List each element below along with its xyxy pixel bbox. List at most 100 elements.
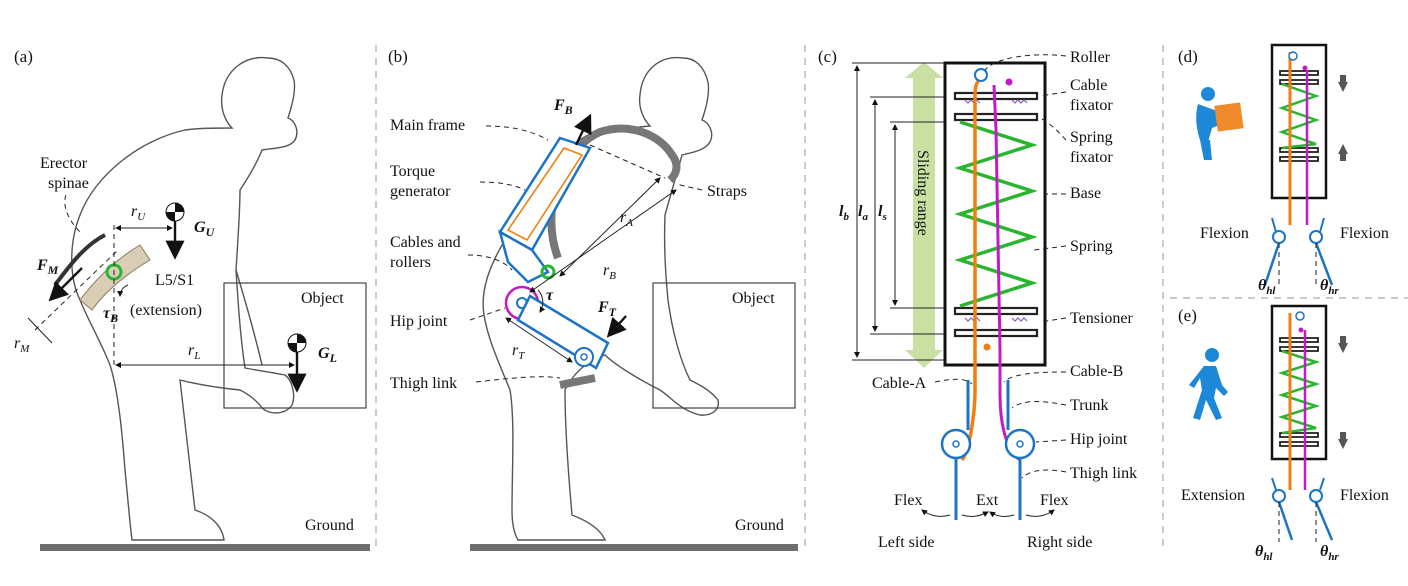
theta-hl-label-d: θhl <box>1258 277 1276 297</box>
fixator-dot-e <box>1298 327 1304 333</box>
plate-e-2 <box>1279 346 1319 352</box>
plate-d-1 <box>1279 70 1319 76</box>
thigh-link-label-c: Thigh link <box>1070 465 1137 482</box>
plate-d-2 <box>1279 79 1319 85</box>
object-box-b <box>652 282 796 409</box>
plate-d-4 <box>1279 156 1319 162</box>
roller-leader <box>984 54 1067 71</box>
arm-line-a <box>235 269 263 366</box>
main-frame-leader <box>485 125 549 141</box>
gu-label: GU <box>194 219 216 239</box>
thigh-link-b <box>516 294 610 389</box>
spring-fixator-label-1: Spring <box>1070 129 1113 146</box>
arrow-down-e1 <box>1338 343 1348 353</box>
flexion-left-label-d: Flexion <box>1200 225 1249 242</box>
torque-gen-leader <box>479 181 526 191</box>
ft-arrow <box>606 315 627 338</box>
walking-person-icon <box>1189 348 1228 420</box>
rb-label: rB <box>603 262 616 282</box>
thigh-link-leader-b <box>475 376 561 383</box>
trunk-leader <box>1011 401 1067 409</box>
sliding-range-bar <box>913 78 935 350</box>
cable-fixator-label-2: fixator <box>1070 97 1113 114</box>
fixator-dot-d <box>1302 65 1308 71</box>
main-frame-label: Main frame <box>390 117 465 134</box>
fb-arrow <box>574 113 592 146</box>
left-trunk-e <box>1271 477 1277 491</box>
fm-arrow <box>48 267 83 302</box>
length-dimensions <box>852 62 945 361</box>
panel-c: (c) Sliding range lb la ls <box>818 47 1137 551</box>
panel-e-label: (e) <box>1178 306 1197 325</box>
fb-line <box>589 144 666 179</box>
device-housing-d <box>1270 43 1328 200</box>
fm-label: FM <box>36 257 59 277</box>
tau-arc-b <box>537 289 546 313</box>
left-hip-d <box>1272 230 1286 244</box>
left-trunk-d <box>1271 217 1277 233</box>
cable-fixator-leader <box>1039 91 1067 97</box>
rm-dimension <box>27 317 53 344</box>
panel-d: (d) Flexion Flexion θhl θhr <box>1178 43 1389 297</box>
arrow-down-e1-stem <box>1340 336 1346 344</box>
torque-gen-label-2: generator <box>390 183 451 200</box>
right-hip-joint-c <box>1004 380 1036 520</box>
panel-a: (a) Object Erector spinae <box>14 47 370 551</box>
cable-a-leader <box>934 378 973 385</box>
arrow-up-d-stem <box>1340 153 1346 161</box>
plate-e-1 <box>1279 337 1319 343</box>
flex-left-arrow <box>921 509 951 517</box>
left-hip-e <box>1272 489 1286 503</box>
theta-hl-label-e: θhl <box>1255 543 1273 563</box>
erector-label-1: Erector <box>40 155 88 172</box>
torque-gen-label-1: Torque <box>390 163 435 180</box>
person-silhouette-a <box>71 56 298 541</box>
la-label: la <box>858 203 868 223</box>
ext-right-arrow <box>989 511 1015 518</box>
thigh-link-leader-c <box>1021 469 1067 479</box>
ra-dimension <box>559 177 661 277</box>
spring-coil <box>954 120 1038 308</box>
base-label: Base <box>1070 185 1101 202</box>
arrow-down-d-stem <box>1340 75 1346 83</box>
tensioner-leader <box>1039 317 1067 323</box>
rl-label: rL <box>188 342 200 362</box>
cable-a-label: Cable-A <box>872 375 927 392</box>
left-hip-joint-c <box>940 380 972 520</box>
tensioner-dot <box>983 343 991 351</box>
tensioner-plates <box>953 306 1039 338</box>
spring-fixator-label-2: fixator <box>1070 149 1113 166</box>
rm-label: rM <box>14 335 30 355</box>
erector-label-2: spinae <box>48 175 89 192</box>
left-thigh-d <box>1263 242 1281 286</box>
tau-b-arc <box>117 284 129 297</box>
panel-e: (e) Extension Flexion θhl θhr <box>1178 304 1389 563</box>
erector-spinae-muscle <box>53 233 106 287</box>
panel-b-label: (b) <box>388 47 408 66</box>
extension-label: (extension) <box>130 302 202 319</box>
tensioner-label: Tensioner <box>1070 310 1134 327</box>
ground-label-b: Ground <box>735 517 784 534</box>
sliding-range-arrow-top <box>905 62 943 78</box>
straps-leader <box>675 183 703 191</box>
flex-right-arrow <box>1025 509 1055 517</box>
panel-c-label: (c) <box>818 47 837 66</box>
flex-left-label: Flex <box>894 492 922 509</box>
left-side-label: Left side <box>878 534 934 551</box>
plate-e-4 <box>1279 441 1319 447</box>
flexion-right-label-d: Flexion <box>1340 225 1389 242</box>
thigh-link-label-b: Thigh link <box>390 375 457 392</box>
right-trunk-e <box>1319 477 1325 491</box>
fb-label: FB <box>553 97 573 117</box>
roller-label: Roller <box>1070 49 1111 66</box>
right-hip-e <box>1309 489 1323 503</box>
roller-e <box>1295 311 1305 321</box>
rb-dimension <box>529 189 677 293</box>
panel-b: (b) Object Main frame F <box>388 47 798 551</box>
spring-fixator-leader <box>1039 117 1067 141</box>
ru-label: rU <box>131 203 146 223</box>
left-thigh-e <box>1277 501 1294 541</box>
hip-joint-leader-c <box>1035 439 1067 443</box>
theta-hr-label-d: θhr <box>1320 277 1339 297</box>
